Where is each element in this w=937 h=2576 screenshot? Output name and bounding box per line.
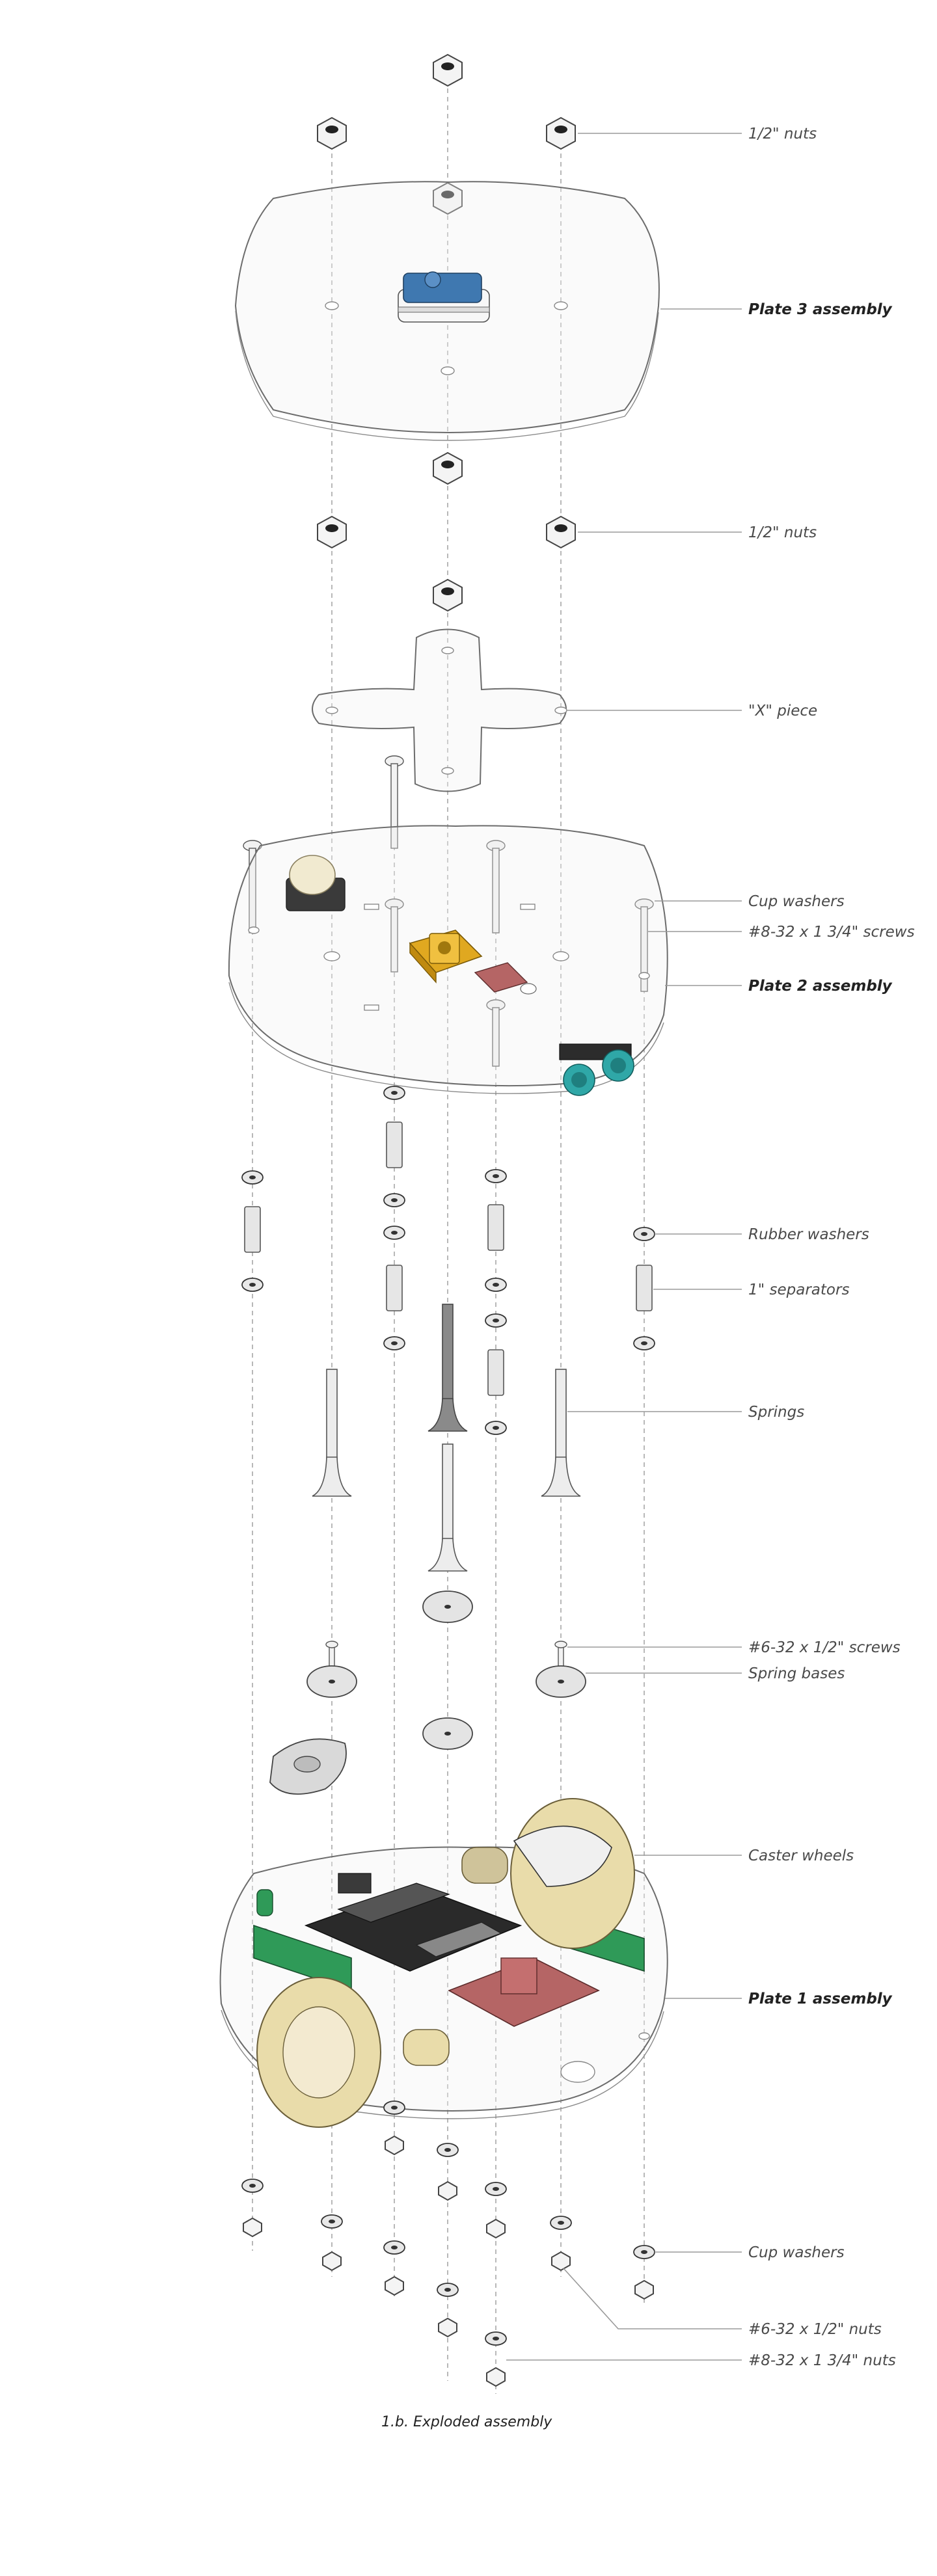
pir-sensor — [286, 855, 346, 911]
figure-caption: 1.b. Exploded assembly — [381, 2414, 552, 2430]
label-cup-washers-bottom: Cup washers — [748, 2244, 845, 2261]
label-separators: 1" separators — [748, 1281, 849, 1298]
middle-nuts — [317, 451, 576, 612]
label-nuts-top: 1/2" nuts — [748, 126, 817, 142]
plate-3 — [234, 181, 660, 441]
label-cup-washers-top: Cup washers — [748, 893, 845, 910]
drive-wheels — [256, 1798, 635, 2128]
springs — [312, 1304, 581, 1572]
yellow-sensor-module — [409, 930, 483, 984]
ultrasonic-sensor — [559, 1043, 634, 1096]
microcontroller-board — [304, 1873, 523, 1972]
washers-and-separators — [241, 1086, 655, 1435]
leader-lines — [506, 133, 742, 2361]
label-rubber-washers: Rubber washers — [748, 1226, 869, 1243]
label-x-piece: "X" piece — [748, 703, 817, 719]
spring-bases — [306, 1590, 586, 1750]
label-plate3: Plate 3 assembly — [748, 301, 893, 318]
label-nuts-612: #6-32 x 1/2" nuts — [748, 2321, 882, 2338]
label-springs: Springs — [748, 1404, 804, 1421]
servo-motor — [398, 271, 490, 323]
plate-2 — [228, 825, 668, 1096]
bottom-washers-nuts — [241, 2100, 655, 2387]
label-nuts-834: #8-32 x 1 3/4" nuts — [748, 2352, 896, 2369]
motor-driver-board — [448, 1957, 600, 2027]
label-caster-wheels: Caster wheels — [748, 1847, 854, 1864]
label-screws-612: #6-32 x 1/2" screws — [748, 1639, 901, 1656]
label-spring-bases: Spring bases — [748, 1665, 845, 1682]
callout-labels: 1/2" nuts Plate 3 assembly 1/2" nuts "X"… — [748, 126, 915, 2369]
red-driver-board — [474, 962, 537, 995]
top-nuts — [317, 53, 576, 215]
label-screws-834: #8-32 x 1 3/4" screws — [748, 924, 915, 941]
caster-mount-plate — [269, 1738, 347, 1795]
x-piece — [312, 628, 567, 792]
label-plate1: Plate 1 assembly — [748, 1991, 893, 2007]
long-screws — [243, 755, 654, 1067]
plate-1 — [219, 1798, 668, 2128]
label-nuts-mid: 1/2" nuts — [748, 524, 817, 541]
label-plate2: Plate 2 assembly — [748, 978, 893, 995]
